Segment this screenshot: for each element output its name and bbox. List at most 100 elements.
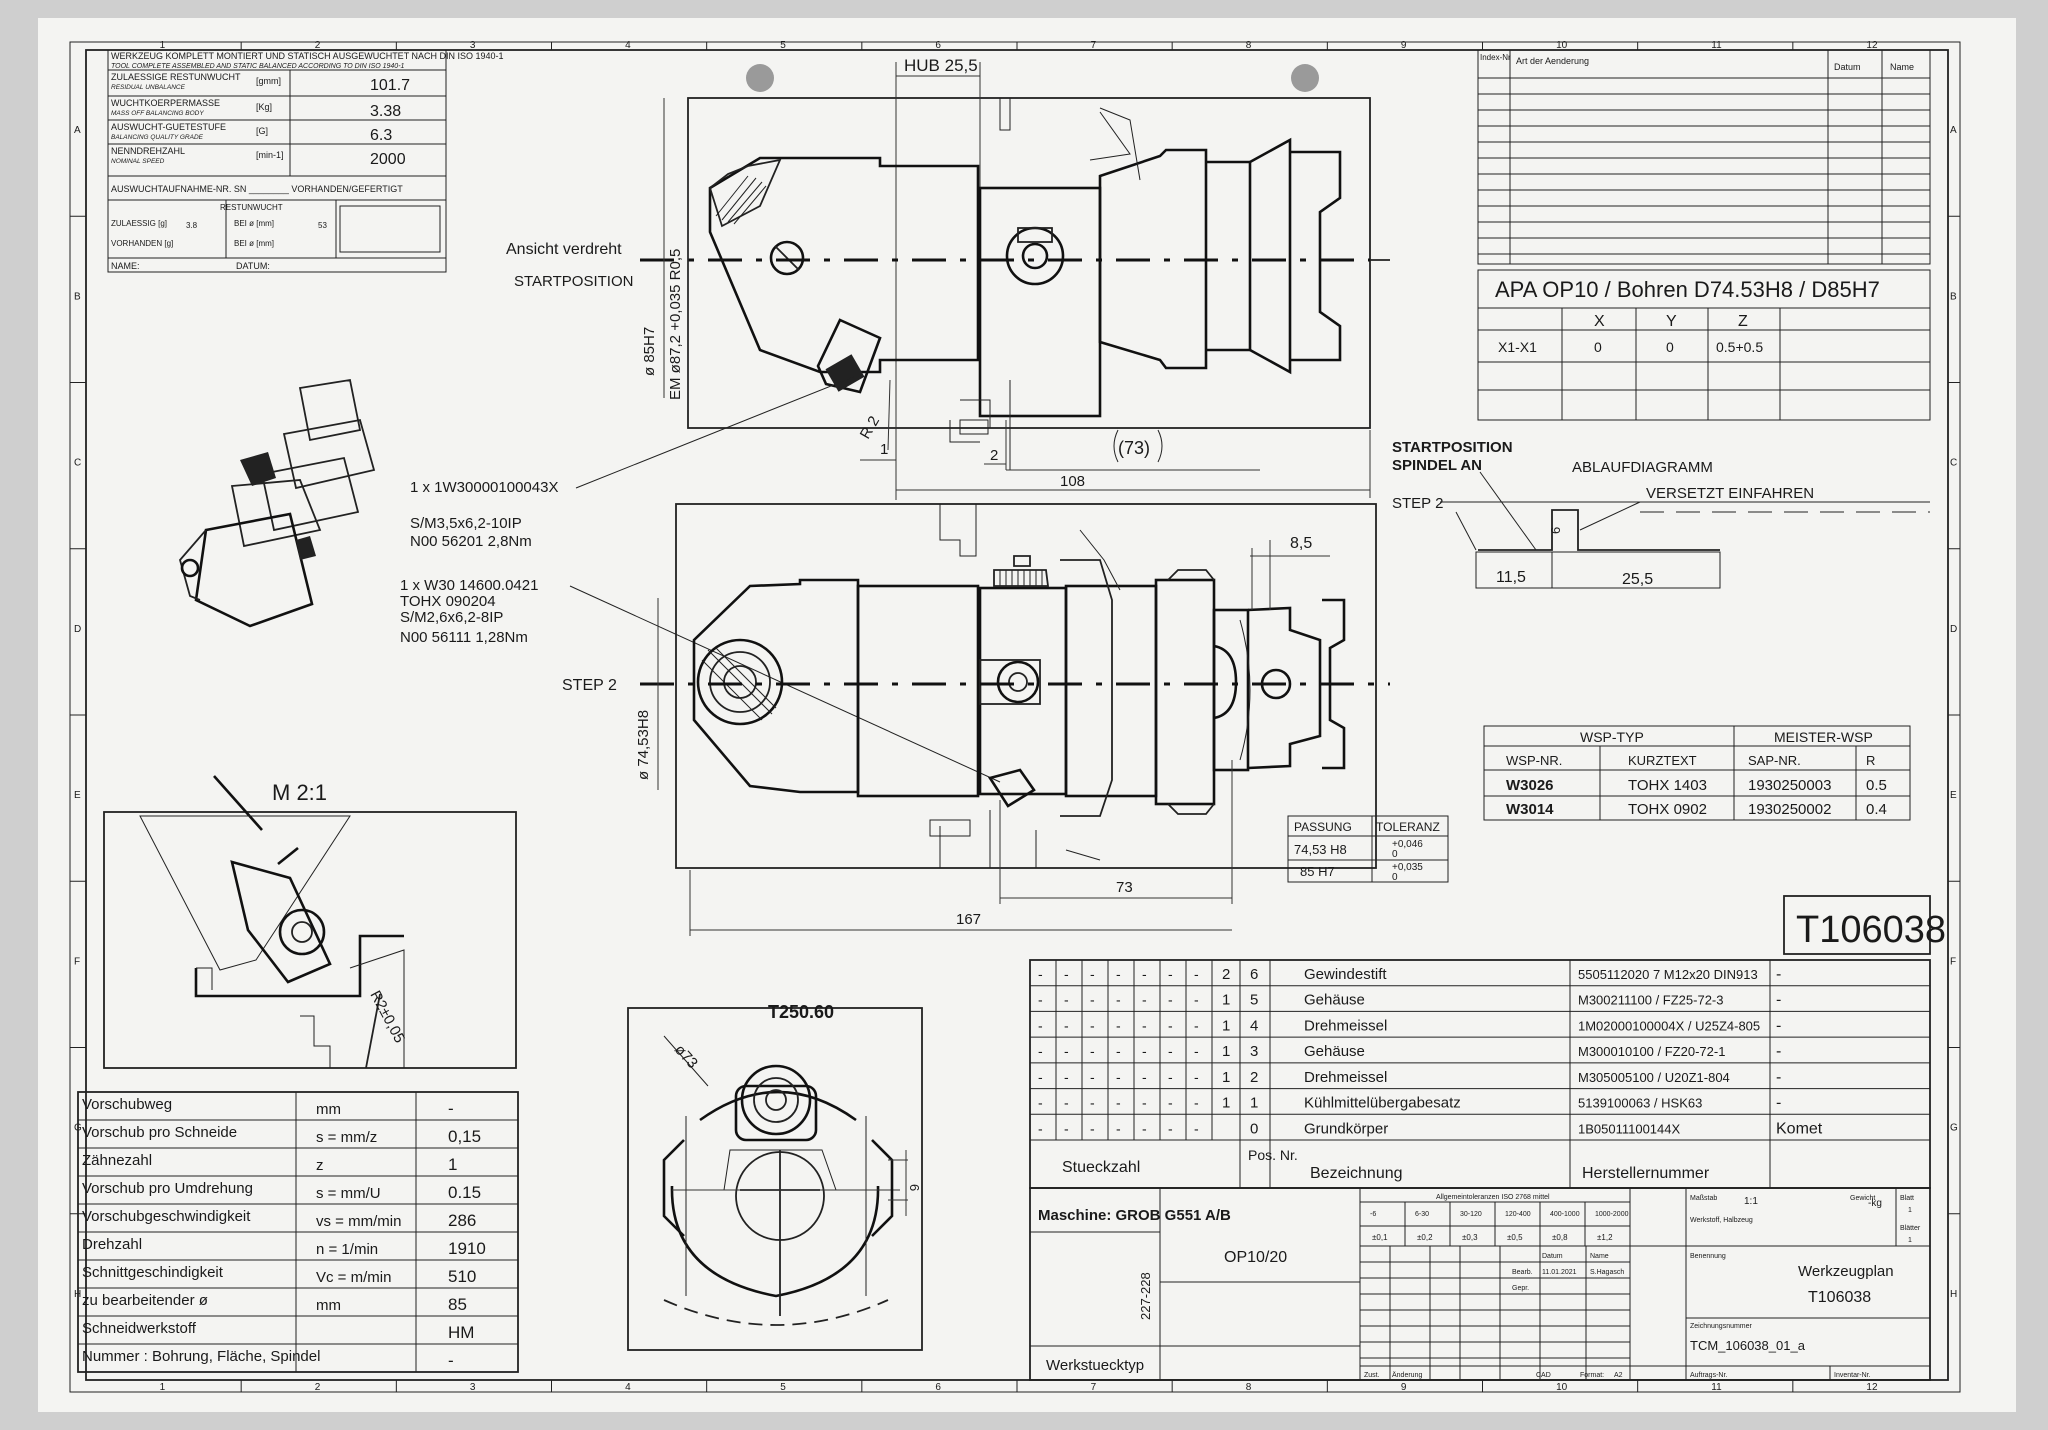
passung-r1-lower: 0 — [1392, 849, 1398, 860]
grid-row-left: A — [74, 125, 81, 136]
tolerance-range: 30-120 — [1460, 1211, 1482, 1218]
bom-pos: 4 — [1250, 1017, 1258, 1034]
outer-frame — [69, 41, 1961, 1393]
tb-format-val: A2 — [1614, 1372, 1623, 1379]
bom-dash: - — [1168, 1120, 1173, 1136]
wsp-cell: W3014 — [1506, 801, 1554, 818]
grid-col-top: 1 — [160, 40, 166, 51]
tb-werkstoff: Werkstoff, Halbzeug — [1690, 1217, 1753, 1224]
bom-dash: - — [1142, 1043, 1147, 1059]
program-row-x: 0 — [1594, 339, 1602, 355]
param-unit: z — [316, 1157, 324, 1174]
bom-dash: - — [1168, 1069, 1173, 1085]
wsp-cell: 1930250002 — [1748, 801, 1831, 818]
tb-blaetter-val: 1 — [1908, 1237, 1912, 1244]
program-row-y: 0 — [1666, 339, 1674, 355]
bom-name: Kühlmittelübergabesatz — [1304, 1095, 1461, 1112]
tb-title2: T106038 — [1808, 1289, 1871, 1306]
bom-dash: - — [1116, 992, 1121, 1008]
grid-col-bottom: 9 — [1401, 1382, 1407, 1393]
program-row-label: X1-X1 — [1498, 339, 1537, 355]
tb-auftrag: Auftrags-Nr. — [1690, 1372, 1727, 1379]
param-value: 286 — [448, 1211, 476, 1230]
grid-row-right: B — [1950, 291, 1957, 302]
grid-row-right: D — [1950, 624, 1957, 635]
wsp-h2: MEISTER-WSP — [1774, 729, 1873, 745]
bom-h-name: Bezeichnung — [1310, 1165, 1403, 1182]
dim-108: 108 — [1060, 473, 1085, 490]
bom-dash: - — [1168, 1017, 1173, 1033]
grid-col-top: 10 — [1556, 40, 1568, 51]
bom-dash: - — [1038, 1095, 1043, 1111]
balance-row-unit: [Kg] — [256, 102, 272, 112]
balance-row-value: 3.38 — [370, 103, 401, 120]
bom-dash: - — [1168, 1043, 1173, 1059]
bom-dash: - — [1168, 992, 1173, 1008]
param-value: 85 — [448, 1295, 467, 1314]
grid-col-bottom: 8 — [1246, 1382, 1252, 1393]
param-label: Vorschubweg — [82, 1096, 172, 1113]
bom-name: Drehmeissel — [1304, 1017, 1387, 1034]
bom-dash: - — [1064, 1120, 1069, 1136]
passung-r2-upper: +0,035 — [1392, 862, 1423, 873]
bom-number: M300010100 / FZ20-72-1 — [1578, 1044, 1725, 1059]
passung-r2: 85 H7 — [1300, 864, 1335, 879]
program-col-y: Y — [1666, 313, 1677, 330]
bom-dash: - — [1194, 1017, 1199, 1033]
tb-maschine: Maschine: GROB G551 A/B — [1038, 1207, 1231, 1224]
tolerance-range: 1000-2000 — [1595, 1211, 1629, 1218]
balance-protocol: AUSWUCHTAUFNAHME-NR. SN ________ VORHAND… — [111, 184, 403, 194]
balance-row-unit: [min-1] — [256, 150, 284, 160]
punch-hole-left — [746, 64, 774, 92]
grid-row-right: E — [1950, 790, 1957, 801]
flow-step: STEP 2 — [1392, 495, 1443, 512]
bom-pos: 0 — [1250, 1120, 1258, 1137]
bom-qty: 1 — [1222, 992, 1230, 1009]
grid-col-bottom: 5 — [780, 1382, 786, 1393]
bom-number: 1M02000100004X / U25Z4-805 — [1578, 1018, 1760, 1033]
bom-dash: - — [1090, 966, 1095, 982]
param-unit: mm — [316, 1297, 341, 1314]
tb-op: OP10/20 — [1224, 1249, 1287, 1266]
param-unit: n = 1/min — [316, 1241, 378, 1258]
bom-maker: - — [1776, 966, 1781, 983]
bom-dash: - — [1116, 1017, 1121, 1033]
callout-1b: N00 56201 2,8Nm — [410, 533, 532, 550]
zulaessig-value: 3.8 — [186, 221, 198, 230]
bom-dash: - — [1116, 966, 1121, 982]
bom-dash: - — [1194, 992, 1199, 1008]
grid-col-bottom: 2 — [315, 1382, 321, 1393]
bom-dash: - — [1116, 1043, 1121, 1059]
dim-2: 2 — [990, 447, 998, 464]
balance-name-label: NAME: — [111, 261, 140, 271]
balance-row-label: NENNDREHZAHL — [111, 146, 185, 156]
balance-row-label-en: NOMINAL SPEED — [111, 158, 165, 165]
grid-col-top: 11 — [1711, 40, 1722, 51]
param-label: Drehzahl — [82, 1236, 142, 1253]
bom-dash: - — [1142, 1120, 1147, 1136]
tool-number: T106038 — [1796, 909, 1946, 951]
balance-row-value: 2000 — [370, 151, 406, 168]
bom-dash: - — [1142, 1095, 1147, 1111]
dim-dia-85: ø 85H7 — [641, 327, 658, 376]
param-value: 510 — [448, 1267, 476, 1286]
balance-row-value: 101.7 — [370, 77, 410, 94]
rev-name-header: Name — [1890, 62, 1914, 72]
flow-title: ABLAUFDIAGRAMM — [1572, 459, 1713, 476]
grid-col-bottom: 10 — [1556, 1382, 1568, 1393]
bom-dash: - — [1116, 1120, 1121, 1136]
param-label: Vorschub pro Schneide — [82, 1124, 237, 1141]
bom-dash: - — [1194, 1120, 1199, 1136]
bom-maker: - — [1776, 1095, 1781, 1112]
grid-col-bottom: 1 — [160, 1382, 166, 1393]
bom-dash: - — [1168, 1095, 1173, 1111]
balance-header-de: WERKZEUG KOMPLETT MONTIERT UND STATISCH … — [111, 51, 504, 61]
tb-gewicht-val: -kg — [1868, 1198, 1882, 1209]
program-col-z: Z — [1738, 313, 1748, 330]
param-label: Vorschubgeschwindigkeit — [82, 1208, 251, 1225]
tb-zeichnung-val: TCM_106038_01_a — [1690, 1338, 1806, 1353]
dim-73-top: (73) — [1118, 438, 1150, 458]
param-label: Vorschub pro Umdrehung — [82, 1180, 253, 1197]
grid-row-left: E — [74, 790, 81, 801]
